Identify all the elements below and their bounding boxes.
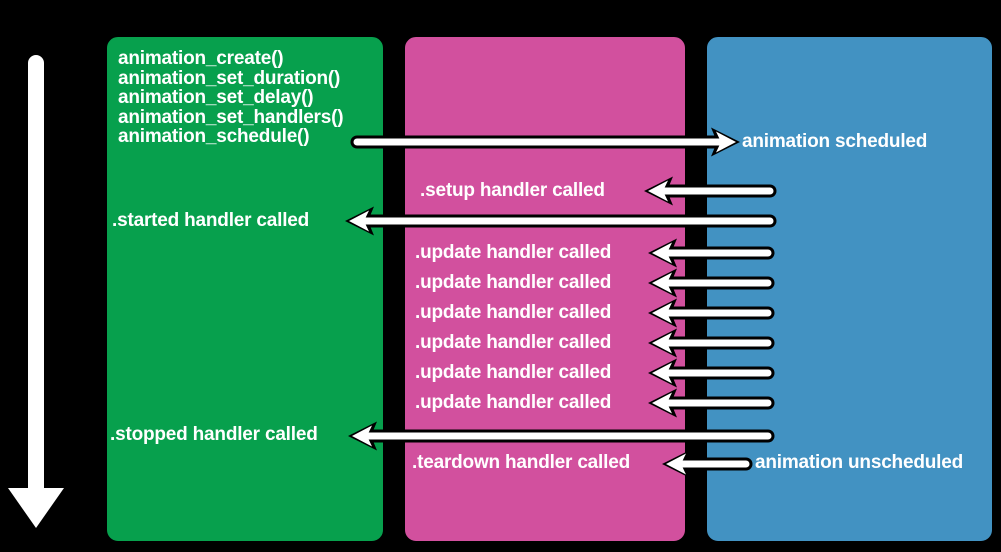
setup-handler-label: .setup handler called [420,180,605,201]
animation-scheduled-label: animation scheduled [742,131,928,152]
update-handler-label: .update handler called [415,272,612,293]
app-code-function-list: animation_create() animation_set_duratio… [118,48,344,148]
function-call-label: animation_set_duration() [118,67,341,89]
update-handler-label: .update handler called [415,362,612,383]
function-call-label: animation_schedule() [118,126,310,148]
time-axis-header: Time [4,0,52,22]
column-header-pebble-os: Pebble OS [800,0,899,22]
started-handler-label: .started handler called [112,210,310,231]
function-call-label: animation_set_delay() [118,87,314,109]
teardown-handler-label: .teardown handler called [412,452,630,473]
function-call-label: animation_set_handlers() [118,106,344,128]
animation-unscheduled-label: animation unscheduled [755,452,963,473]
time-axis-arrow [0,50,72,536]
update-handler-label: .update handler called [415,242,612,263]
stopped-handler-label: .stopped handler called [110,424,318,445]
update-handler-label: .update handler called [415,392,612,413]
column-header-animation-implementation: Animation Implementation [424,0,667,22]
app-code-panel [102,32,388,546]
update-handler-label: .update handler called [415,332,612,353]
animation-implementation-panel [400,32,690,546]
column-header-app-code: App Code [198,0,292,22]
function-call-label: animation_create() [118,48,284,69]
update-handler-label: .update handler called [415,302,612,323]
